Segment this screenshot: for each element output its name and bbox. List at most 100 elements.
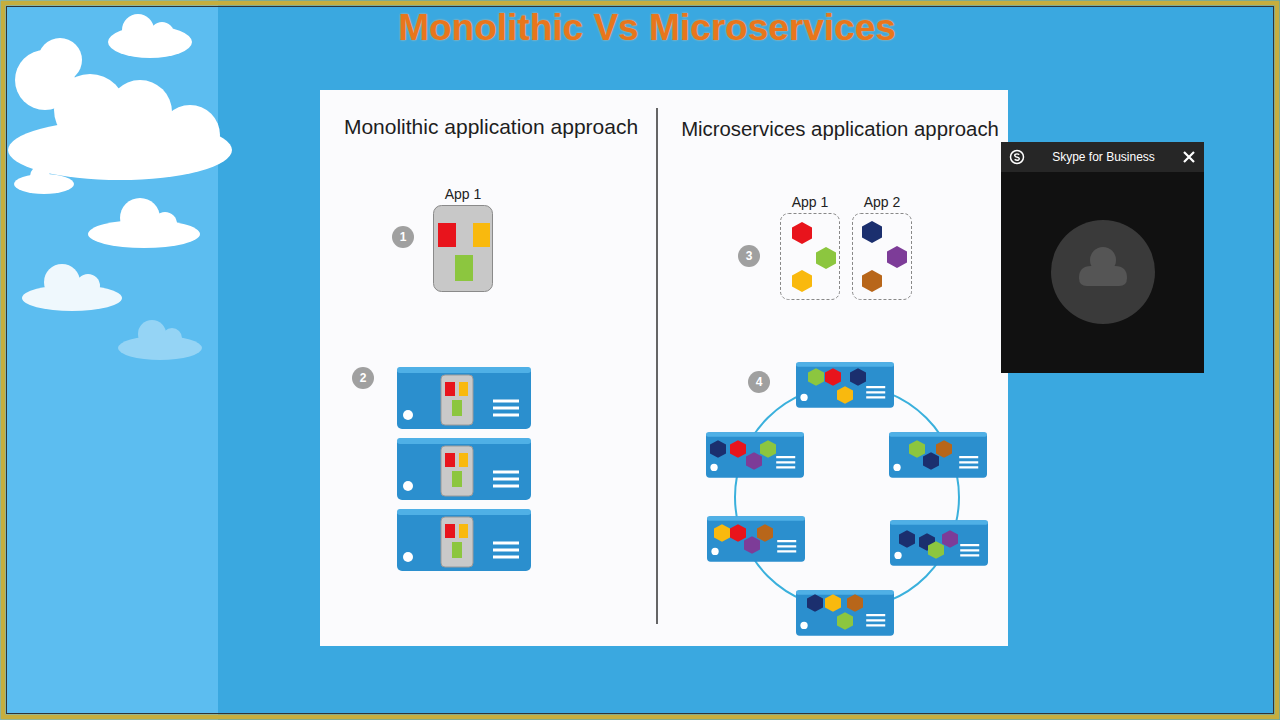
- illustration-part: [942, 530, 958, 548]
- panel-heading: Monolithic application approach: [344, 115, 638, 139]
- illustration-part: [120, 198, 160, 238]
- illustration-part: [122, 14, 154, 46]
- window-titlebar: Skype for Business: [1001, 142, 1204, 172]
- illustration-part: [1184, 152, 1194, 162]
- illustration-part: [118, 320, 202, 360]
- app-shape: [852, 213, 912, 300]
- illustration-part: [847, 594, 863, 612]
- clouds: [8, 14, 232, 360]
- app-label: App 1: [780, 193, 840, 211]
- app-shape: [780, 213, 840, 300]
- illustration-part: [909, 440, 925, 458]
- illustration-part: [710, 440, 726, 458]
- illustration-part: [1051, 220, 1155, 324]
- microservice-servers: [706, 362, 988, 635]
- callout-circles: [352, 226, 770, 393]
- illustration-part: [397, 438, 531, 500]
- microservice-app-box: [780, 213, 840, 300]
- illustration-part: [890, 520, 988, 565]
- illustration-part: [1001, 172, 1204, 373]
- divider: [656, 108, 658, 624]
- illustration-part: [441, 446, 473, 496]
- illustration-part: [936, 440, 952, 458]
- microservice-app: App 1: [780, 193, 840, 300]
- illustration-part: [837, 386, 853, 404]
- illustration-part: [744, 536, 760, 554]
- illustration-part: [352, 367, 374, 389]
- skype-icon: [1009, 149, 1025, 165]
- illustration-part: [706, 432, 804, 477]
- illustration-part: [837, 612, 853, 630]
- illustration-part: [138, 320, 166, 348]
- illustration-part: [825, 368, 841, 386]
- app-label: App 1: [433, 185, 493, 203]
- illustration-part: [889, 432, 987, 477]
- illustration-part: [850, 368, 866, 386]
- illustration-part: [862, 221, 882, 243]
- illustration-part: [160, 105, 220, 165]
- illustration-part: [38, 38, 82, 82]
- illustration-part: [397, 367, 531, 429]
- illustration-part: [434, 206, 493, 292]
- close-icon: [1182, 150, 1196, 164]
- illustration-part: [928, 541, 944, 559]
- monolith-servers: [397, 367, 531, 571]
- illustration-part: [807, 594, 823, 612]
- illustration-part: [816, 247, 836, 269]
- app-shape: [433, 205, 493, 292]
- illustration-part: [30, 166, 50, 186]
- illustration-part: [862, 270, 882, 292]
- monolith-app: App 1: [433, 185, 493, 292]
- illustration-part: [88, 198, 200, 248]
- callout-number: 1: [400, 230, 407, 244]
- skype-window: Skype for Business: [1001, 142, 1204, 373]
- monolith-app-box: [433, 205, 493, 292]
- microservice-app: App 2: [852, 193, 912, 300]
- illustration-part: [899, 530, 915, 548]
- illustration-part: [441, 517, 473, 567]
- illustration-part: [923, 452, 939, 470]
- illustration-part: [397, 509, 531, 571]
- illustration-part: [44, 264, 80, 300]
- slide-frame: [3, 3, 1277, 717]
- illustration-part: [438, 223, 456, 247]
- callout-number: 4: [756, 375, 763, 389]
- microservice-app-box: [852, 213, 912, 300]
- illustration-part: [796, 590, 894, 635]
- illustration-part: [8, 38, 232, 180]
- illustration-part: [796, 362, 894, 407]
- illustration-part: [757, 524, 773, 542]
- window-body: [1001, 172, 1204, 373]
- illustration-part: [441, 375, 473, 425]
- illustration-part: [825, 594, 841, 612]
- illustration-part: [1015, 154, 1020, 160]
- illustration-part: [150, 22, 174, 46]
- illustration-part: [792, 270, 812, 292]
- callout-number: 3: [746, 249, 753, 263]
- window-title: Skype for Business: [1025, 150, 1182, 164]
- illustration-part: [392, 226, 414, 248]
- illustration-part: [738, 245, 760, 267]
- illustration-part: [853, 214, 912, 300]
- video-area: [1001, 172, 1204, 373]
- illustration-part: [781, 214, 840, 300]
- slide-frame-line: [7, 7, 1274, 714]
- illustration-part: [1079, 266, 1127, 286]
- illustration-part: [22, 264, 122, 311]
- illustration-part: [455, 255, 473, 281]
- illustration-part: [808, 368, 824, 386]
- illustration-part: [730, 524, 746, 542]
- illustration-part: [76, 274, 100, 298]
- app-label: App 2: [852, 193, 912, 211]
- illustration-part: [792, 222, 812, 244]
- panel-heading: Microservices application approach: [681, 118, 999, 141]
- illustration-part: [748, 371, 770, 393]
- illustration-part: [473, 223, 490, 247]
- illustration-part: [108, 14, 192, 58]
- illustration-part: [714, 524, 730, 542]
- illustration-part: [707, 516, 805, 561]
- illustration-part: [760, 440, 776, 458]
- slide-title: Monolithic Vs Microservices: [398, 7, 896, 49]
